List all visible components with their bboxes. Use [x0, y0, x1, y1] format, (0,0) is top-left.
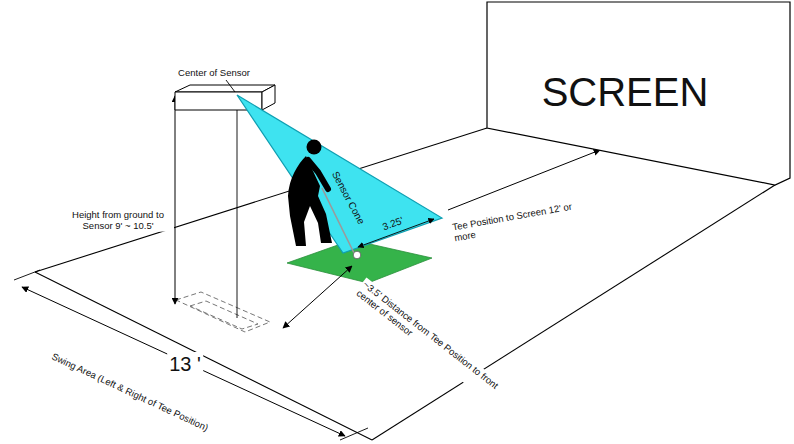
dimension-label: ~3.5' Distance from Tee Position to fron…: [352, 277, 503, 402]
part-label: Center of Sensor: [178, 67, 250, 78]
height-arrow: [175, 96, 176, 304]
dimension-value: 13 ': [167, 352, 203, 376]
golf-ball: [353, 251, 361, 259]
dimension-arrow: [22, 287, 345, 436]
dimension-label: Tee Position to Screen 12' or more: [451, 200, 578, 244]
tee-mark: [351, 246, 359, 262]
projection-screen-shape: [487, 2, 790, 185]
sensor-cone: Sensor Cone: [230, 88, 452, 260]
sensor-cone-shape: [237, 95, 442, 253]
golfer-head: [307, 140, 322, 155]
sensor-housing-side: [262, 85, 275, 110]
sensor-floor-projection: [176, 292, 270, 332]
golfer-body: [288, 156, 332, 246]
projection-screen: SCREEN: [487, 0, 793, 190]
dimension-label: Height from ground to Sensor 9' ~ 10.5': [62, 209, 174, 232]
leader-line: [226, 80, 235, 92]
sensor-floor-projection: [190, 301, 258, 329]
floor-back-edge: [35, 128, 487, 272]
plumb-line: [237, 100, 238, 318]
golfer-arms: [308, 160, 328, 189]
sensor-housing-top: [175, 85, 275, 92]
dimension-arrow: [448, 150, 600, 210]
extension-line: [14, 270, 40, 280]
extension-line: [340, 428, 368, 440]
floor-right-edge: [372, 185, 775, 440]
dimension-arrow: [283, 266, 352, 328]
floor-front-edge: [35, 272, 372, 440]
screen-title: SCREEN: [542, 68, 709, 116]
